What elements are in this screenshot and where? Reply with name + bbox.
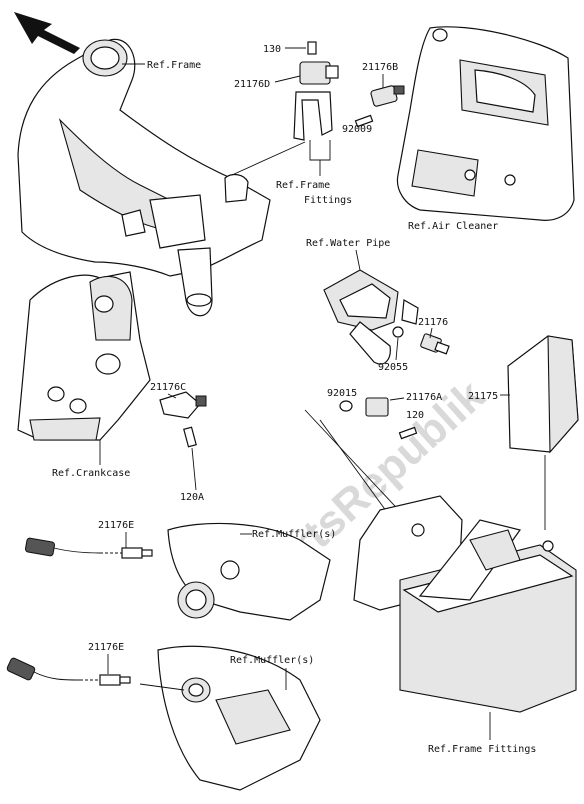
- frame-drawing: [17, 38, 271, 317]
- ref-frame-fittings-label-1: Ref.Frame: [276, 180, 330, 191]
- sensor-21176a: [339, 397, 418, 440]
- muffler-upper-drawing: [167, 522, 331, 621]
- part-21176d-label: 21176D: [234, 79, 270, 90]
- front-arrow-icon: [14, 12, 80, 54]
- part-21176b-label: 21176B: [362, 62, 398, 73]
- ref-frame-fittings-bottom-label: Ref.Frame Fittings: [428, 744, 536, 755]
- sensor-21176e-lower: [6, 657, 131, 686]
- part-21176e-label-2: 21176E: [88, 642, 124, 653]
- ref-crankcase-label: Ref.Crankcase: [52, 468, 130, 479]
- air-cleaner-drawing: [396, 26, 575, 221]
- crankcase-drawing: [17, 271, 151, 441]
- part-21176e-label-1: 21176E: [98, 520, 134, 531]
- part-21176a-label: 21176A: [406, 392, 442, 403]
- ref-mufflers-label-1: Ref.Muffler(s): [252, 529, 336, 540]
- part-21176-label: 21176: [418, 317, 448, 328]
- part-92055-label: 92055: [378, 362, 408, 373]
- ref-frame-label: Ref.Frame: [147, 60, 201, 71]
- frame-fittings-drawing: [353, 495, 577, 713]
- sensor-21176c: [159, 391, 207, 448]
- sensor-21176b: [354, 85, 405, 128]
- part-120a-label: 120A: [180, 492, 204, 503]
- ref-mufflers-label-2: Ref.Muffler(s): [230, 655, 314, 666]
- ref-frame-fittings-label-2: Fittings: [304, 195, 352, 206]
- sensor-21176e-upper: [24, 537, 153, 559]
- part-21175-label: 21175: [468, 391, 498, 402]
- part-21176c-label: 21176C: [150, 382, 186, 393]
- part-120-label: 120: [406, 410, 424, 421]
- muffler-lower-drawing: [157, 645, 321, 791]
- part-92009-label: 92009: [342, 124, 372, 135]
- sensor-21176d: [293, 41, 339, 141]
- part-92015-label: 92015: [327, 388, 357, 399]
- part-130-label: 130: [263, 44, 281, 55]
- ecu-21175: [507, 335, 579, 454]
- ref-air-cleaner-label: Ref.Air Cleaner: [408, 221, 498, 232]
- sensor-21176: [392, 326, 450, 355]
- ref-water-pipe-label: Ref.Water Pipe: [306, 238, 390, 249]
- water-pipe-drawing: [323, 269, 419, 365]
